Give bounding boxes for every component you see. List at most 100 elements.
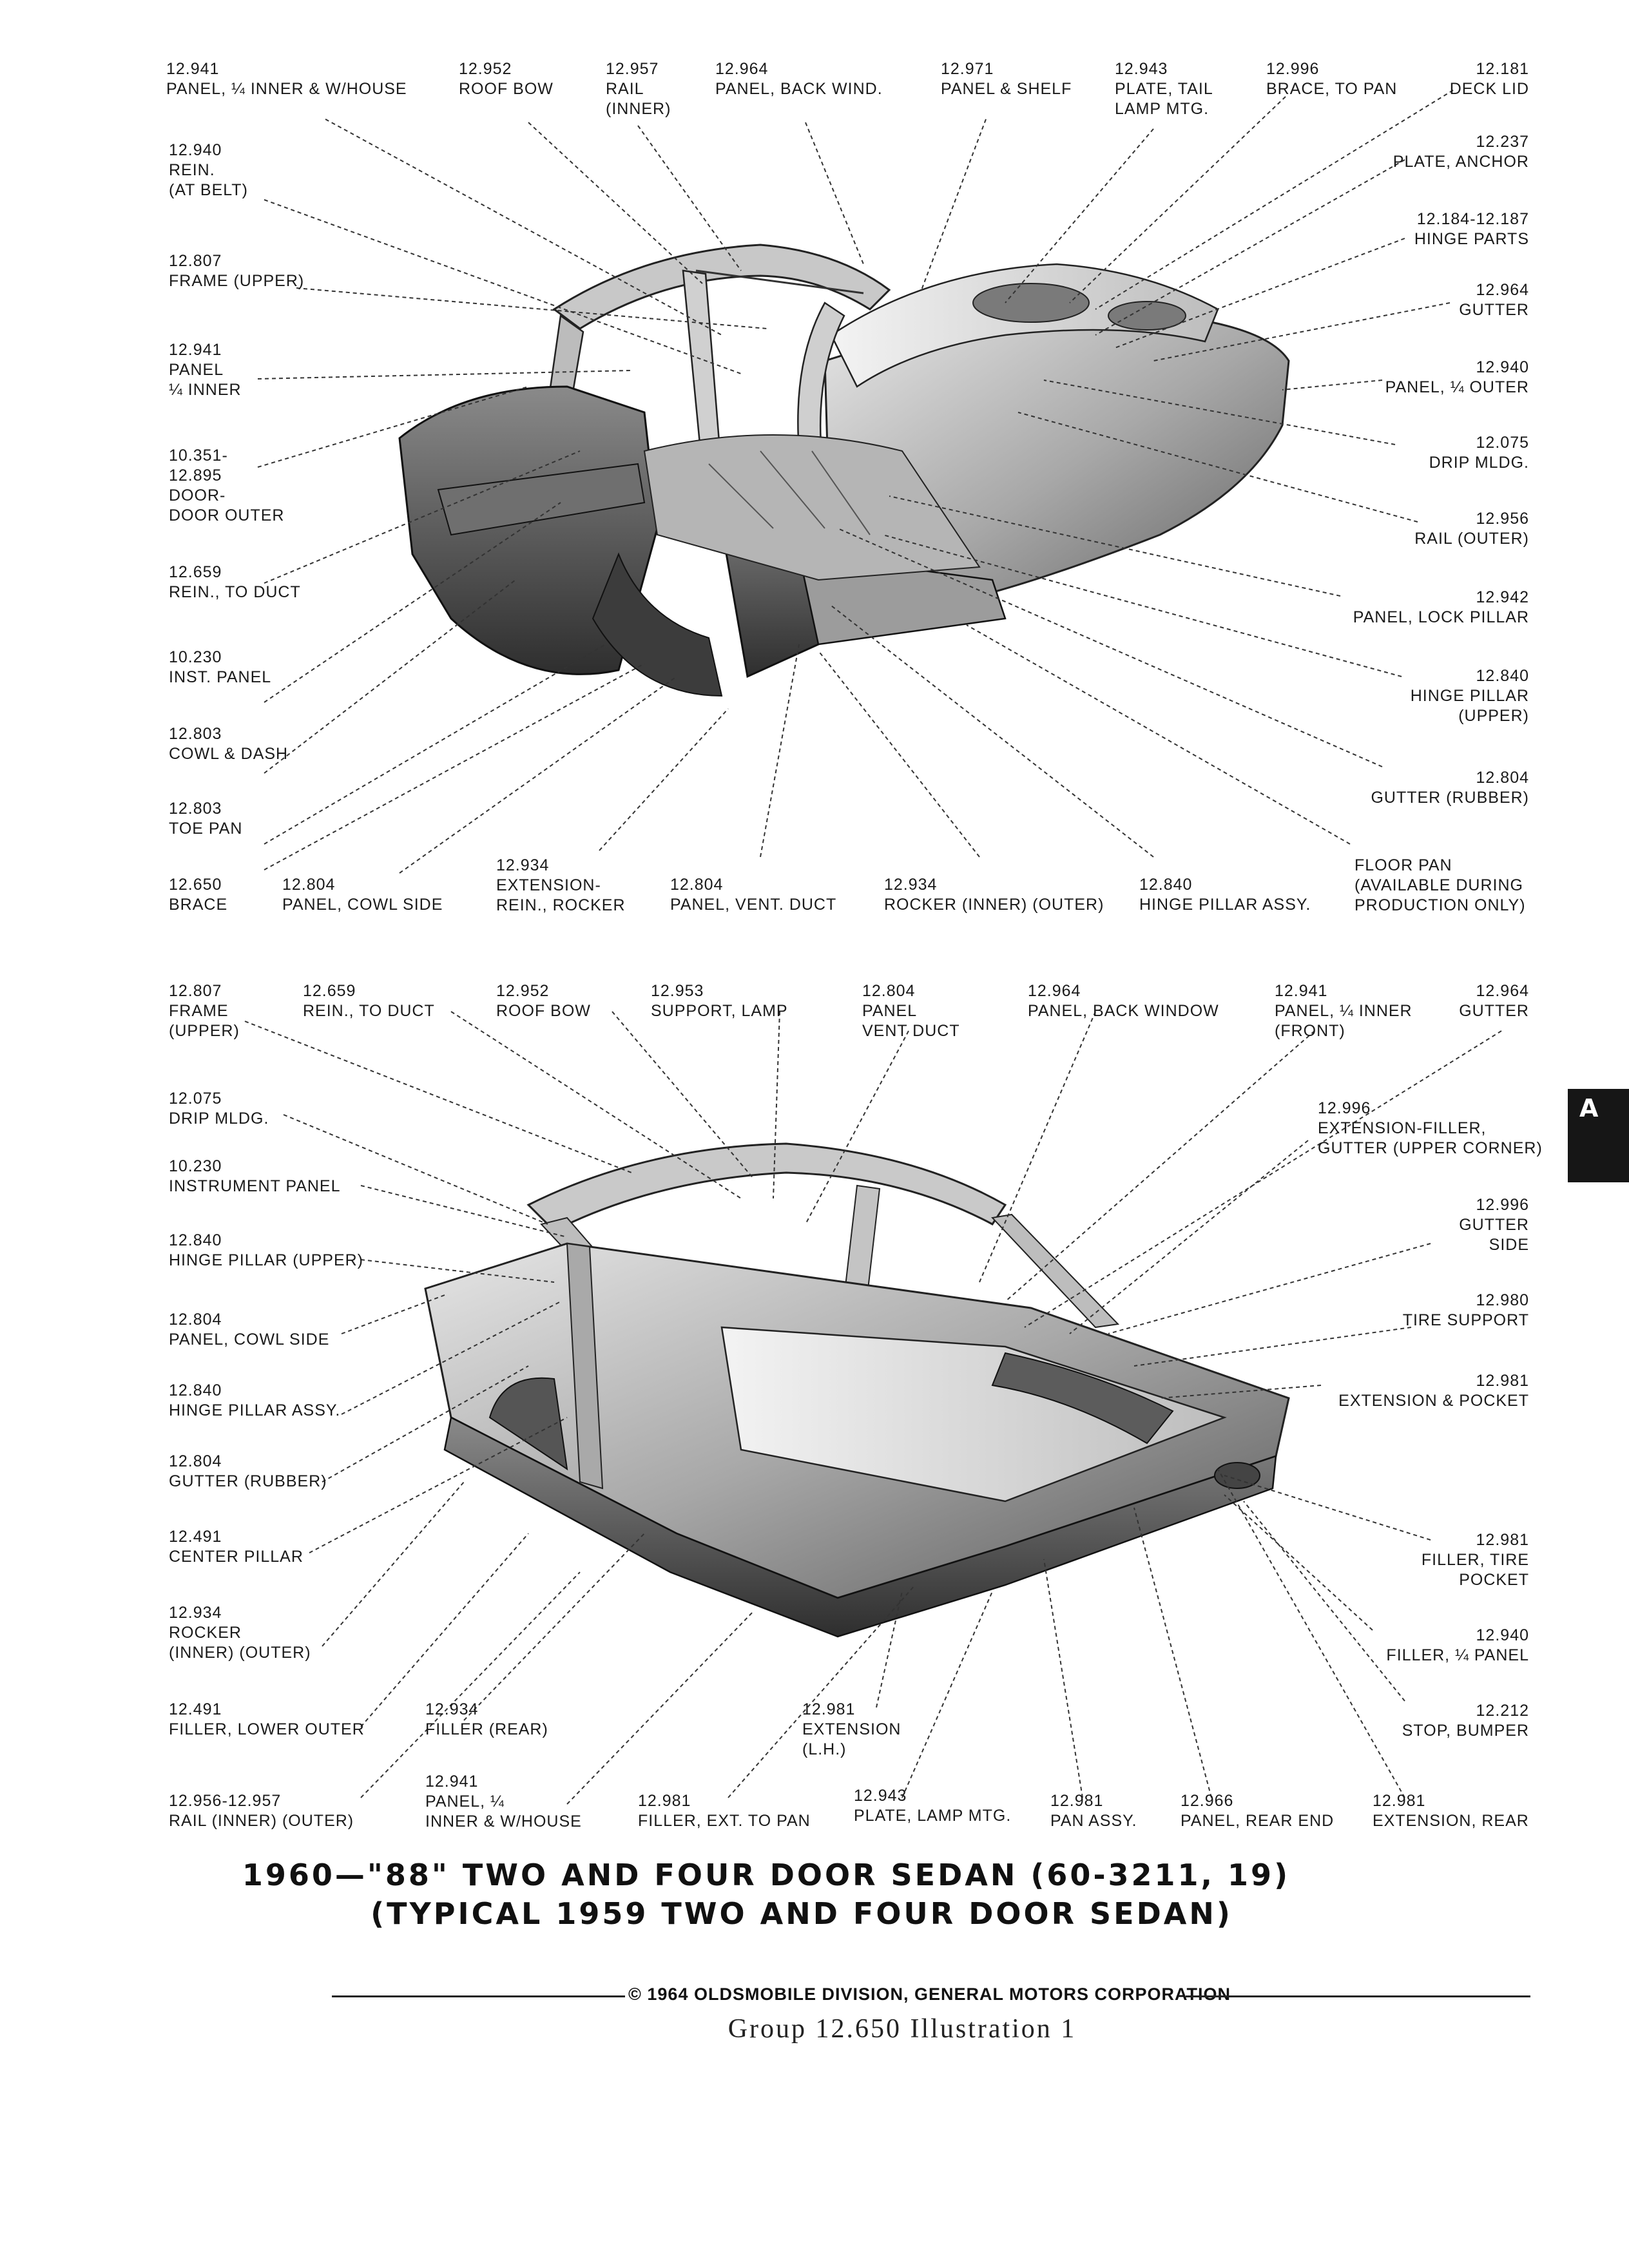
label-inner-rail: 12.957 RAIL (INNER) <box>606 59 671 119</box>
label-description: DOOR OUTER <box>169 506 285 524</box>
label-extension-and-pocket: 12.981 EXTENSION & POCKET <box>1338 1371 1529 1411</box>
label-description: EXTENSION <box>802 1720 901 1738</box>
label-rear-extension: 12.981 EXTENSION, REAR <box>1373 1791 1529 1831</box>
label-description: PANEL, VENT. DUCT <box>670 896 837 914</box>
label-quarter-inner-wheelhouse-panel: 12.941 PANEL, ¼ INNER & W/HOUSE <box>166 59 407 99</box>
label-description: GUTTER <box>1459 1216 1529 1234</box>
label-part-number: 10.351- <box>169 447 228 465</box>
label-rear-end-panel: 12.966 PANEL, REAR END <box>1181 1791 1334 1831</box>
label-description: GUTTER (UPPER CORNER) <box>1318 1139 1543 1157</box>
section-edge-tab: A <box>1568 1089 1629 1182</box>
label-description: PANEL, REAR END <box>1181 1812 1335 1830</box>
label-description: GUTTER <box>1459 301 1529 319</box>
label-part-number: 12.659 <box>303 982 356 1000</box>
label-part-number: 12.940 <box>169 141 222 159</box>
label-rocker-inner-outer: 12.934 ROCKER (INNER) (OUTER) <box>169 1603 311 1663</box>
label-outer-rail: 12.956 RAIL (OUTER) <box>1414 509 1529 549</box>
label-description: FRAME <box>169 1002 229 1020</box>
label-rear-filler: 12.934 FILLER (REAR) <box>425 1700 548 1740</box>
label-part-number: 12.803 <box>169 725 222 743</box>
label-part-number: 12.941 <box>1275 982 1328 1000</box>
footer-group-illustration: Group 12.650 Illustration 1 <box>728 2014 1077 2044</box>
label-lamp-support: 12.953 SUPPORT, LAMP <box>651 981 788 1021</box>
label-hinge-pillar-upper: 12.840 HINGE PILLAR (UPPER) <box>1411 666 1529 726</box>
label-part-number: 12.981 <box>802 1700 856 1718</box>
label-description: ROOF BOW <box>496 1002 591 1020</box>
label-cowl-side-panel: 12.804 PANEL, COWL SIDE <box>169 1310 329 1350</box>
label-description: DRIP MLDG. <box>169 1110 269 1128</box>
label-quarter-outer-panel: 12.940 PANEL, ¼ OUTER <box>1385 358 1529 398</box>
label-floor-pan: FLOOR PAN (AVAILABLE DURING PRODUCTION O… <box>1354 856 1526 916</box>
label-description: PANEL, ¼ INNER & W/HOUSE <box>166 80 407 98</box>
label-part-number: 12.804 <box>1476 769 1529 787</box>
label-part-number: 12.491 <box>169 1528 222 1546</box>
label-description: DRIP MLDG. <box>1429 454 1529 472</box>
caption-line-typical: (TYPICAL 1959 TWO AND FOUR DOOR SEDAN) <box>371 1896 1233 1931</box>
label-part-number: 12.491 <box>169 1700 222 1718</box>
label-description: PANEL, BACK WIND. <box>715 80 883 98</box>
label-drip-molding: 12.075 DRIP MLDG. <box>169 1089 269 1129</box>
label-lower-outer-filler: 12.491 FILLER, LOWER OUTER <box>169 1700 365 1740</box>
label-part-number: 12.964 <box>1476 982 1529 1000</box>
label-center-pillar: 12.491 CENTER PILLAR <box>169 1527 304 1567</box>
label-description: EXTENSION, REAR <box>1373 1812 1529 1830</box>
label-description: FILLER, LOWER OUTER <box>169 1720 365 1738</box>
label-part-number: 12.952 <box>459 60 512 78</box>
label-description: PRODUCTION ONLY) <box>1354 896 1526 914</box>
label-hinge-pillar-assembly: 12.840 HINGE PILLAR ASSY. <box>1139 875 1311 915</box>
label-description: SIDE <box>1489 1236 1529 1254</box>
label-description: PANEL, COWL SIDE <box>169 1331 330 1349</box>
label-description: PANEL, COWL SIDE <box>282 896 443 914</box>
label-part-number: 12.940 <box>1476 1626 1529 1644</box>
label-part-number: 12.953 <box>651 982 704 1000</box>
label-gutter-upper-corner-extension-filler: 12.996 EXTENSION-FILLER, GUTTER (UPPER C… <box>1318 1099 1543 1158</box>
label-description: LAMP MTG. <box>1115 100 1210 118</box>
label-description: DOOR- <box>169 486 226 505</box>
label-part-number: 12.981 <box>1373 1792 1426 1810</box>
label-rubber-gutter: 12.804 GUTTER (RUBBER) <box>169 1452 327 1492</box>
label-description: DECK LID <box>1449 80 1529 98</box>
label-rocker-reinforcement-extension: 12.934 EXTENSION- REIN., ROCKER <box>496 856 626 916</box>
label-part-number: 12.075 <box>1476 434 1529 452</box>
label-description: HINGE PILLAR ASSY. <box>169 1401 341 1419</box>
label-part-number: 12.804 <box>169 1452 222 1470</box>
label-description: BRACE, TO PAN <box>1266 80 1398 98</box>
label-description: FILLER, EXT. TO PAN <box>638 1812 811 1830</box>
label-description: (INNER) <box>606 100 671 118</box>
label-description: (UPPER) <box>169 1022 240 1040</box>
label-instrument-panel: 10.230 INST. PANEL <box>169 648 271 687</box>
label-description: INST. PANEL <box>169 668 272 686</box>
label-description: HINGE PILLAR <box>1410 687 1529 705</box>
label-gutter: 12.964 GUTTER <box>1459 280 1529 320</box>
label-lamp-mounting-plate: 12.943 PLATE, LAMP MTG. <box>854 1786 1011 1826</box>
label-description: ROCKER (INNER) (OUTER) <box>884 896 1104 914</box>
label-description: REIN., ROCKER <box>496 896 626 914</box>
label-part-number: 12.940 <box>1476 358 1529 376</box>
label-description: HINGE PARTS <box>1414 230 1529 248</box>
label-brace: 12.650 BRACE <box>169 875 227 915</box>
label-description: HINGE PILLAR ASSY. <box>1139 896 1311 914</box>
label-deck-lid: 12.181 DECK LID <box>1450 59 1529 99</box>
label-description: PANEL, ¼ <box>425 1792 505 1811</box>
label-part-number: 12.964 <box>715 60 769 78</box>
label-gutter: 12.964 GUTTER <box>1459 981 1529 1021</box>
caption-line-model: 1960—"88" TWO AND FOUR DOOR SEDAN (60-32… <box>242 1858 1291 1892</box>
label-part-number: 12.934 <box>496 856 550 874</box>
label-reinforcement-at-belt: 12.940 REIN. (AT BELT) <box>169 140 248 200</box>
label-part-number: 12.941 <box>425 1773 479 1791</box>
label-description: REIN. <box>169 161 215 179</box>
label-part-number: 12.981 <box>1476 1372 1529 1390</box>
label-description: PLATE, TAIL <box>1115 80 1213 98</box>
label-extension-to-pan-filler: 12.981 FILLER, EXT. TO PAN <box>638 1791 811 1831</box>
label-instrument-panel: 10.230 INSTRUMENT PANEL <box>169 1157 341 1196</box>
label-description: ROOF BOW <box>459 80 554 98</box>
label-description: FRAME (UPPER) <box>169 272 305 290</box>
label-part-number: 12.803 <box>169 800 222 818</box>
label-rocker-inner-outer: 12.934 ROCKER (INNER) (OUTER) <box>884 875 1104 915</box>
label-part-number: 12.840 <box>1476 667 1529 685</box>
label-part-number: 12.075 <box>169 1090 222 1108</box>
label-description: PANEL, ¼ OUTER <box>1385 378 1529 396</box>
label-cowl-and-dash: 12.803 COWL & DASH <box>169 724 288 764</box>
leader-lines-upper <box>257 90 1454 874</box>
